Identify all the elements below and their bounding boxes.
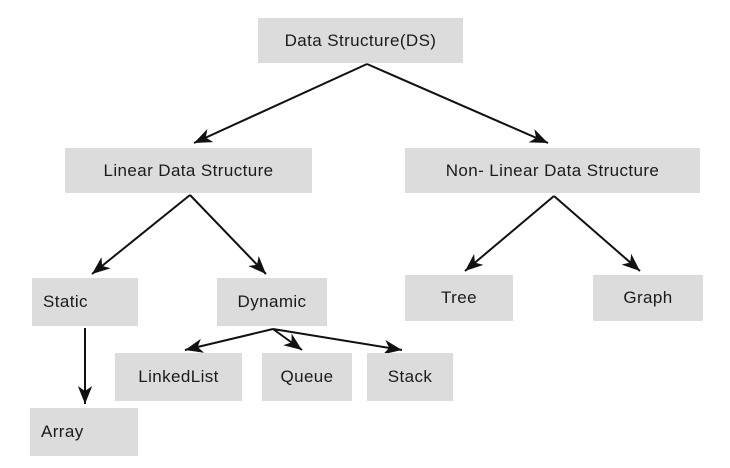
node-linkedlist: LinkedList	[115, 353, 242, 401]
edge-dynamic-linkedlist	[184, 328, 274, 353]
node-linear-data-structure: Linear Data Structure	[65, 148, 312, 193]
edge-dynamic-queue	[272, 328, 303, 351]
node-graph: Graph	[593, 275, 703, 321]
edge-linear-dynamic	[189, 194, 267, 275]
node-queue: Queue	[262, 353, 352, 401]
edge-ds-nonlinear	[366, 63, 549, 144]
node-tree: Tree	[405, 275, 513, 321]
node-data-structure: Data Structure(DS)	[258, 18, 463, 63]
edge-nonlinear-graph	[553, 195, 641, 272]
edge-nonlinear-tree	[464, 195, 555, 272]
node-dynamic: Dynamic	[217, 278, 327, 326]
edge-dynamic-stack	[272, 328, 403, 355]
node-non-linear-data-structure: Non- Linear Data Structure	[405, 148, 700, 193]
node-array: Array	[30, 408, 138, 456]
edge-linear-static	[91, 194, 191, 275]
node-stack: Stack	[367, 353, 453, 401]
node-static: Static	[32, 278, 138, 326]
edge-ds-linear	[193, 63, 368, 144]
